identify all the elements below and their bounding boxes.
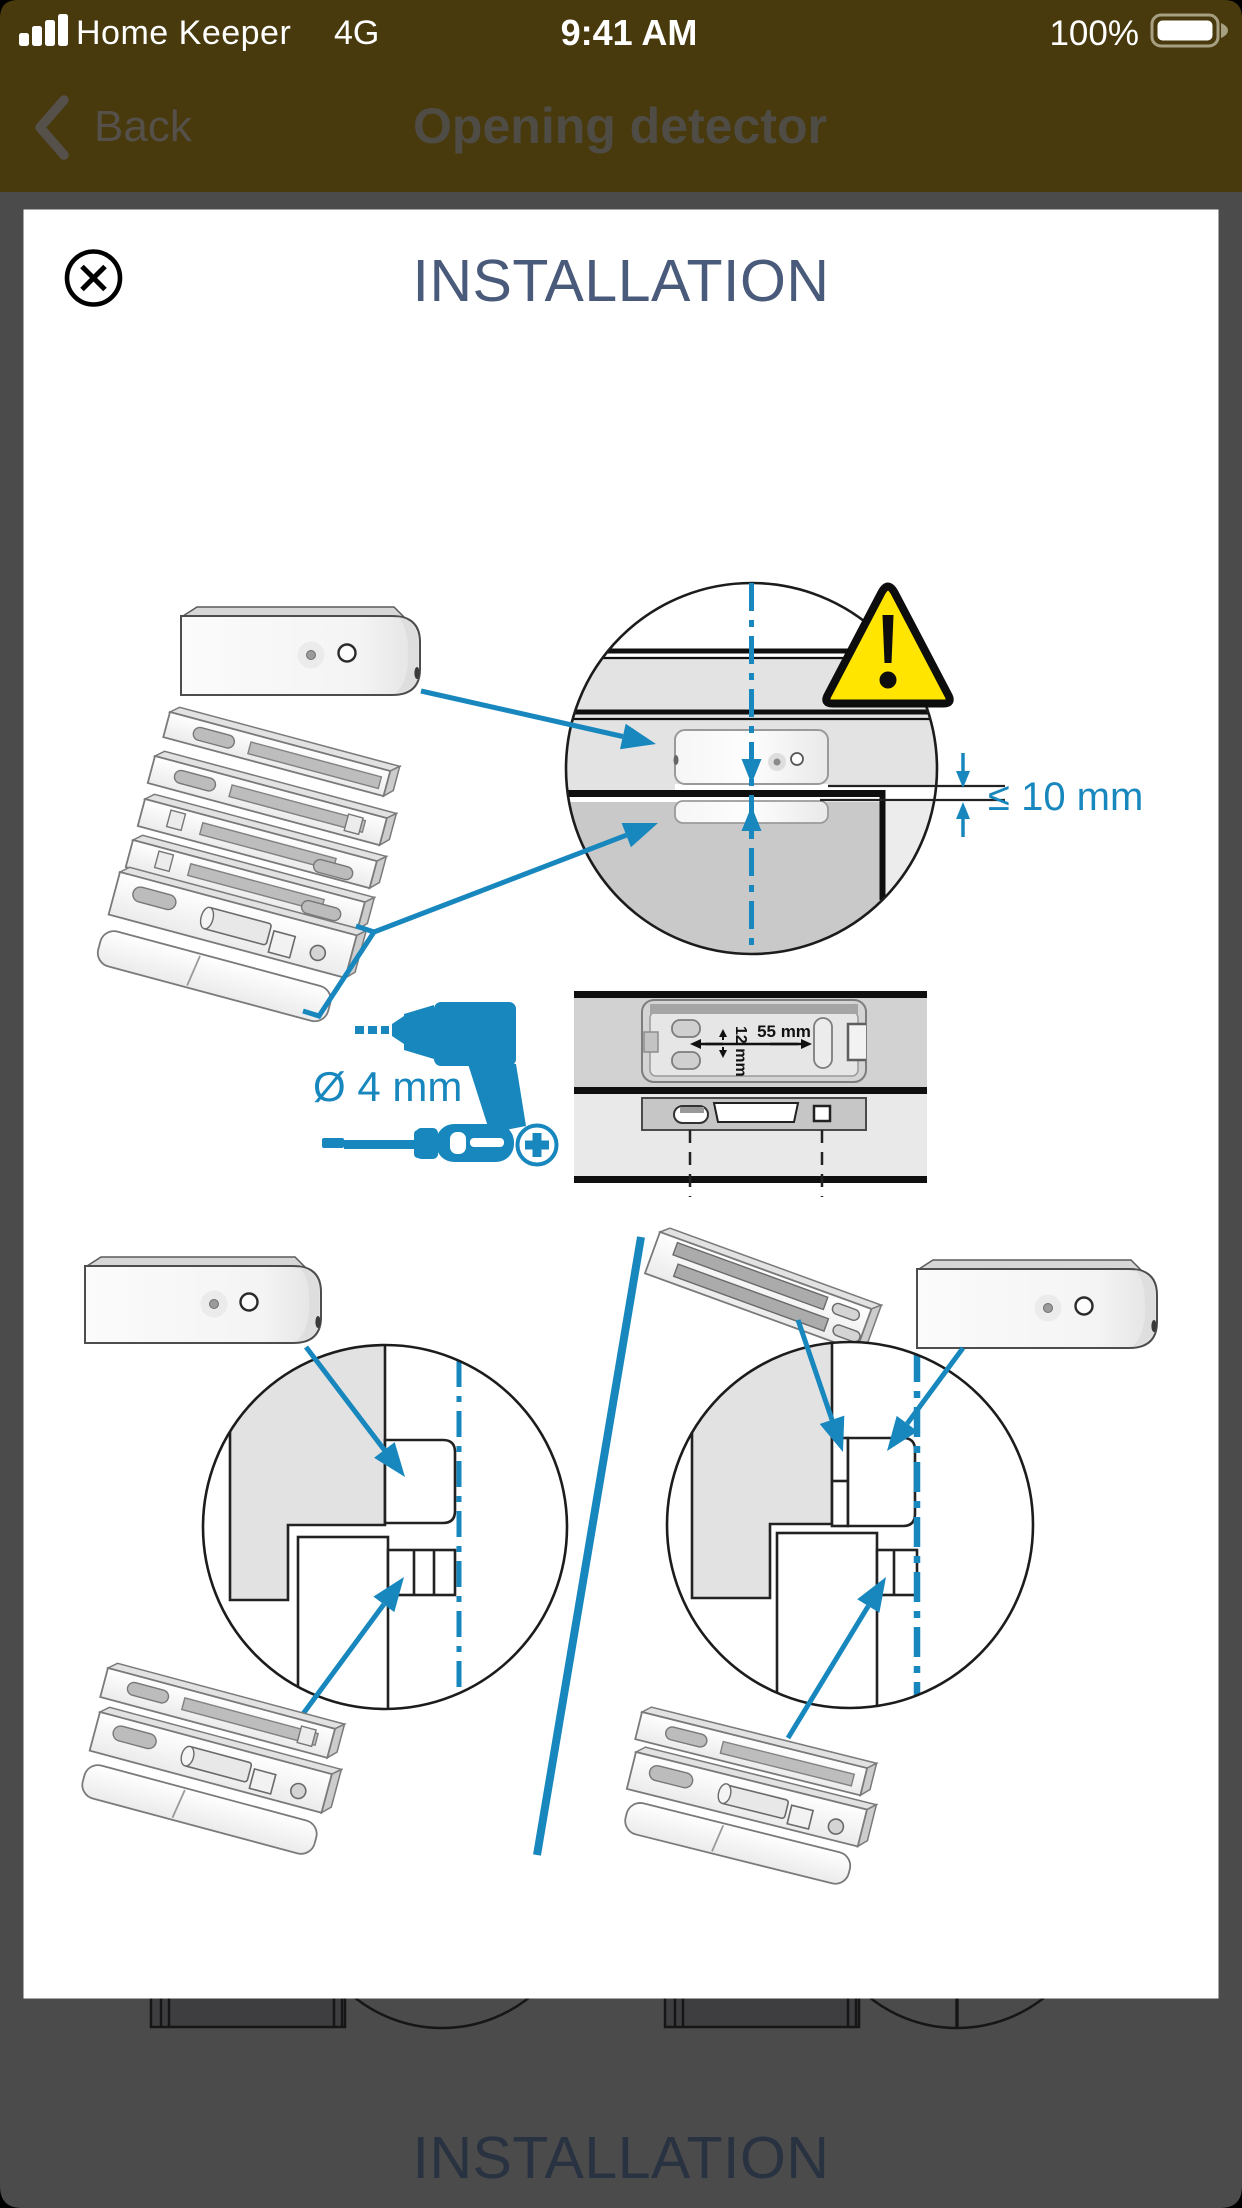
svg-text:Ø 4 mm: Ø 4 mm <box>313 1063 462 1110</box>
svg-text:100%: 100% <box>1049 14 1139 53</box>
svg-text:Home Keeper: Home Keeper <box>76 14 291 52</box>
svg-text:≤ 10 mm: ≤ 10 mm <box>988 775 1143 819</box>
svg-text:12 mm: 12 mm <box>732 1026 749 1077</box>
svg-text:Back: Back <box>94 102 193 151</box>
svg-text:Opening detector: Opening detector <box>413 98 827 154</box>
svg-text:4G: 4G <box>334 14 379 52</box>
svg-text:55 mm: 55 mm <box>757 1022 811 1041</box>
svg-text:INSTALLATION: INSTALLATION <box>413 2125 830 2191</box>
svg-text:9:41 AM: 9:41 AM <box>561 12 698 53</box>
svg-text:INSTALLATION: INSTALLATION <box>413 248 830 314</box>
